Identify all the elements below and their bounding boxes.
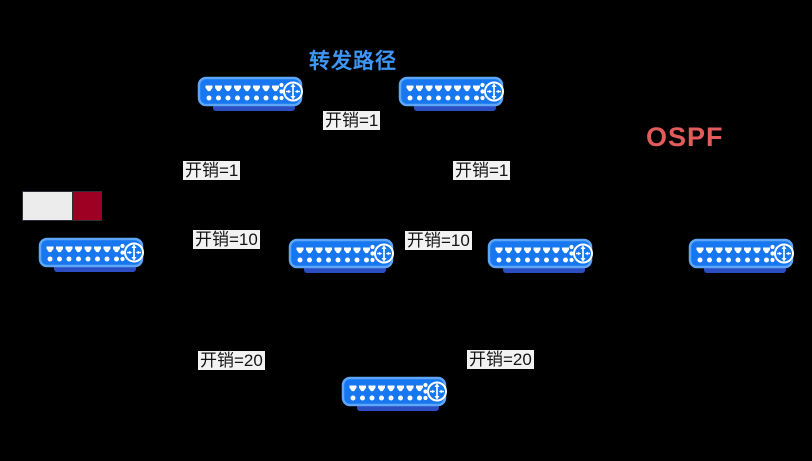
router-icon (288, 238, 398, 276)
cost-lower-right: 开销=20 (467, 350, 534, 369)
legend-swatch-white (22, 191, 73, 221)
legend-swatch-red (72, 191, 102, 221)
router-mid-left (38, 237, 148, 275)
diagram-title: 转发路径 (309, 50, 397, 73)
router-icon (341, 376, 451, 414)
router-icon (688, 238, 798, 276)
router-far-right (688, 238, 798, 276)
router-icon (398, 76, 508, 114)
cost-lower-left: 开销=20 (198, 351, 265, 370)
router-icon (38, 237, 148, 275)
cost-upper-left: 开销=1 (183, 161, 241, 180)
cost-mid-right: 开销=10 (405, 231, 472, 250)
protocol-label: OSPF (646, 122, 724, 152)
router-icon (487, 238, 597, 276)
cost-mid-left: 开销=10 (193, 230, 260, 249)
router-mid-right (487, 238, 597, 276)
router-top-right (398, 76, 508, 114)
router-bottom (341, 376, 451, 414)
router-icon (197, 76, 307, 114)
router-top-left (197, 76, 307, 114)
cost-upper-right: 开销=1 (453, 161, 511, 180)
cost-top-center: 开销=1 (323, 111, 381, 130)
router-mid-center (288, 238, 398, 276)
